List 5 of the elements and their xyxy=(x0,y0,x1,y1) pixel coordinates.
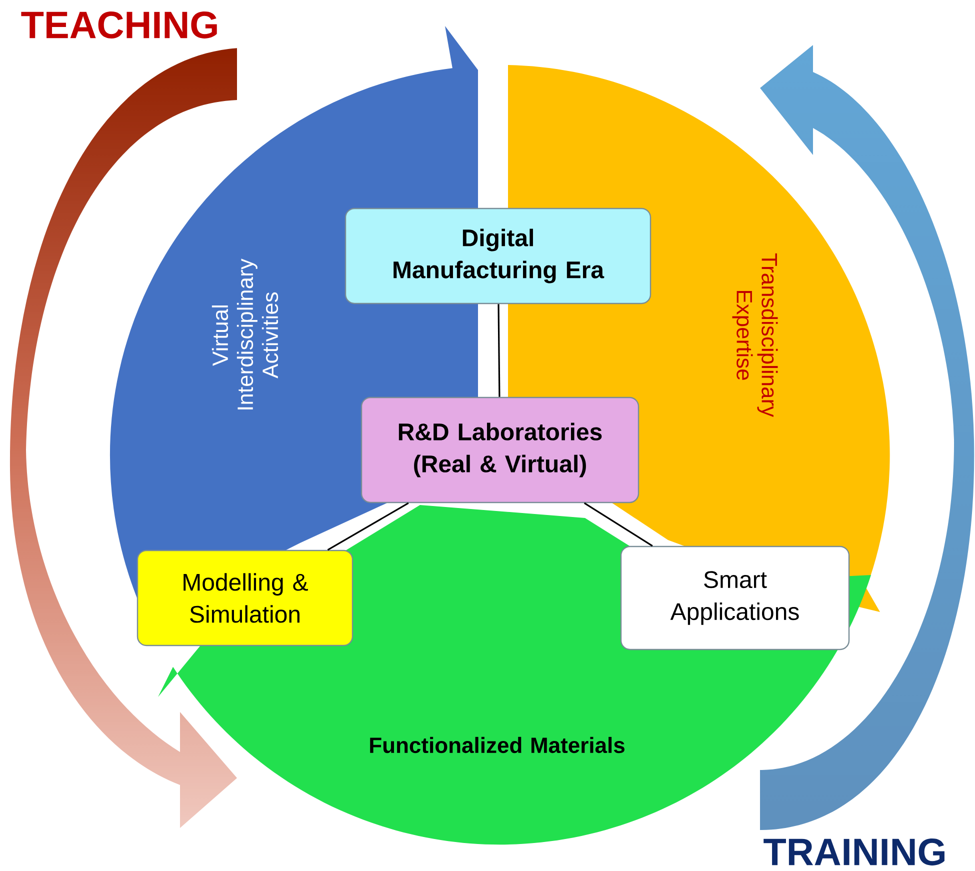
rounded-box: R&D Laboratories (Real & Virtual) xyxy=(360,396,640,504)
connector-line xyxy=(498,304,500,397)
connector-line xyxy=(327,502,409,551)
rounded-box: Modelling & Simulation xyxy=(136,550,354,646)
rounded-box: Digital Manufacturing Era xyxy=(344,208,652,304)
